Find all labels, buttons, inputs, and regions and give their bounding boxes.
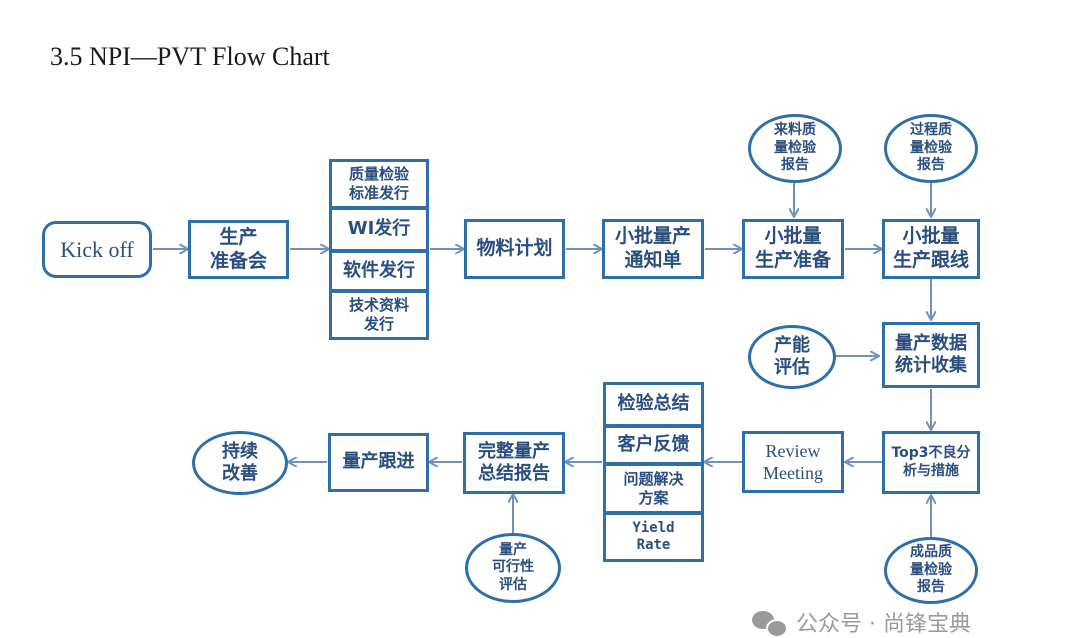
customer-feedback-node: 客户反馈 — [603, 425, 704, 465]
inspection-summary-node: 检验总结 — [603, 382, 704, 427]
material-plan-node: 物料计划 — [464, 219, 565, 279]
tech-docs-node: 技术资料 发行 — [329, 290, 429, 340]
wechat-icon — [752, 609, 788, 638]
small-batch-tracking-node: 小批量 生产跟线 — [882, 219, 980, 279]
watermark: 公众号 · 尚锋宝典 — [752, 606, 971, 638]
review-meeting-node: Review Meeting — [742, 431, 844, 493]
problem-solution-node: 问题解决 方案 — [603, 463, 704, 514]
watermark-text: 公众号 · 尚锋宝典 — [796, 612, 971, 637]
process-report-node: 过程质 量检验 报告 — [884, 114, 978, 183]
small-batch-notice-node: 小批量产 通知单 — [602, 219, 704, 279]
software-release-node: 软件发行 — [329, 250, 429, 292]
wi-release-node: WI发行 — [329, 207, 429, 252]
top3-node: Top3不良分 析与措施 — [882, 431, 980, 494]
incoming-report-node: 来料质 量检验 报告 — [748, 114, 842, 183]
quality-std-node: 质量检验 标准发行 — [329, 159, 429, 209]
finished-report-node: 成品质 量检验 报告 — [884, 537, 978, 604]
mass-data-node: 量产数据 统计收集 — [882, 322, 980, 388]
mass-followup-node: 量产跟进 — [328, 433, 429, 492]
full-report-node: 完整量产 总结报告 — [463, 432, 565, 494]
yield-rate-node: Yield Rate — [603, 512, 704, 562]
page-title: 3.5 NPI—PVT Flow Chart — [50, 42, 330, 71]
feasibility-node: 量产 可行性 评估 — [465, 533, 561, 603]
capacity-eval-node: 产能 评估 — [748, 325, 836, 389]
continuous-improvement-node: 持续 改善 — [192, 431, 288, 495]
prep-meeting-node: 生产 准备会 — [188, 220, 289, 279]
kickoff-node: Kick off — [42, 221, 152, 278]
small-batch-prep-node: 小批量 生产准备 — [742, 219, 844, 279]
